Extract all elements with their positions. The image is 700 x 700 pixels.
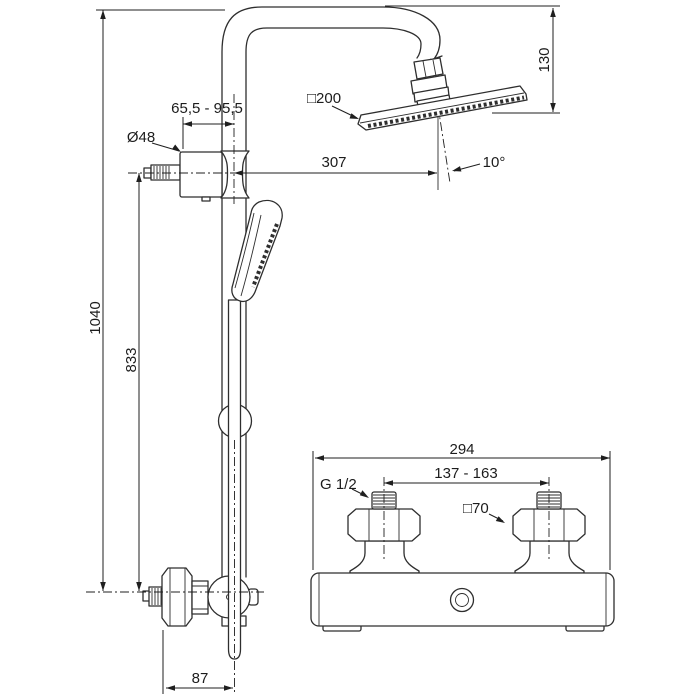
mixer-width-label: 294: [449, 441, 474, 458]
base-offset-label: 87: [192, 670, 209, 687]
dim-inlet-spacing: 137 - 163: [384, 465, 549, 486]
dim-total-height: 1040: [87, 9, 225, 591]
hand-shower-head: [231, 199, 283, 303]
mixer-front-view: [310, 477, 615, 632]
rail-height-label: 833: [123, 347, 140, 372]
escutcheon-size-label: □70: [463, 500, 489, 517]
head-projection-label: 307: [321, 154, 346, 171]
bracket-adjust-range-label: 65,5 - 95,5: [171, 100, 243, 117]
dim-head-projection: 307: [234, 154, 437, 176]
head-size-label: □200: [307, 90, 341, 107]
dim-mixer-width: 294: [312, 441, 611, 570]
dim-head-drop: 130: [385, 5, 560, 114]
head-connector: [410, 57, 451, 107]
dim-bracket-diameter: Ø48: [127, 129, 181, 152]
head-angle-label: 10°: [483, 154, 506, 171]
inlet-spacing-label: 137 - 163: [434, 465, 497, 482]
overhead-shower-plate: [357, 85, 528, 131]
bracket-diameter-label: Ø48: [127, 129, 155, 146]
dim-head-angle: 10°: [452, 154, 505, 172]
thread-size-label: G 1/2: [320, 476, 357, 493]
wall-bracket: [179, 151, 223, 202]
total-height-label: 1040: [87, 301, 104, 334]
dim-rail-height: 833: [123, 173, 142, 591]
dim-escutcheon-size: □70: [463, 500, 505, 523]
dim-head-size: □200: [307, 90, 359, 119]
pipe-holder: [220, 150, 250, 199]
dim-thread-size: G 1/2: [320, 476, 369, 498]
head-drop-label: 130: [536, 47, 553, 72]
centerlines: [86, 94, 264, 693]
dim-base-offset: 87: [162, 630, 233, 694]
wall-bracket-pin: [143, 164, 181, 181]
dim-bracket-adjust-range: 65,5 - 95,5: [171, 100, 243, 149]
